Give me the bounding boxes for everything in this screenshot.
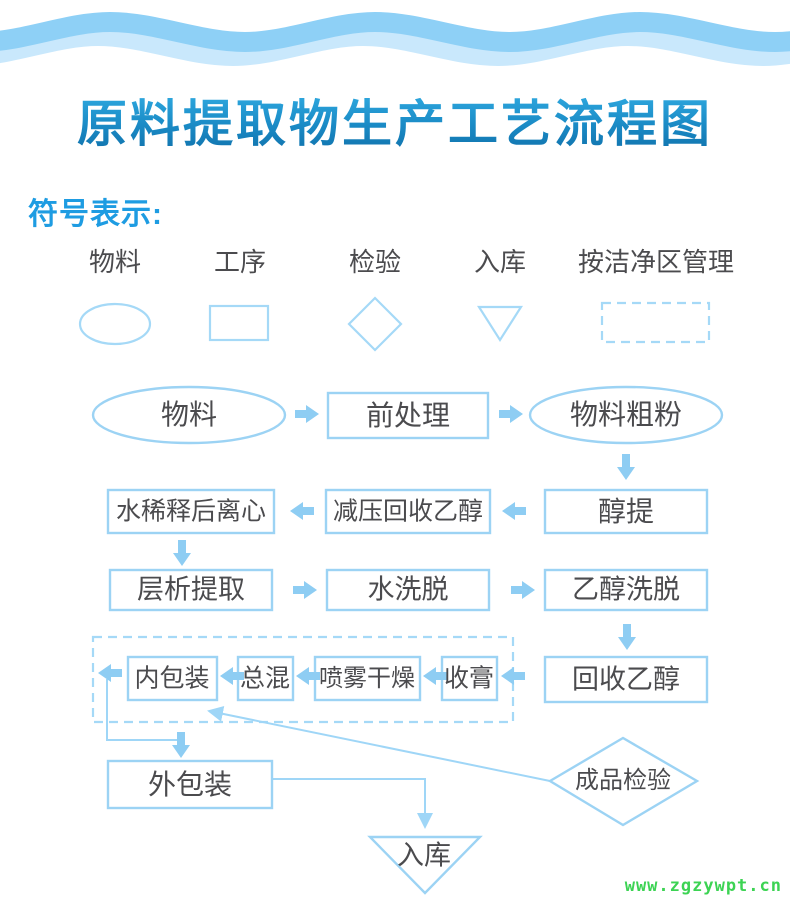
- node-label-huishou: 回收乙醇: [572, 664, 680, 695]
- arrow-icon: [290, 502, 314, 520]
- node-label-penwu: 喷雾干燥: [319, 665, 415, 692]
- legend-item-process: 工序: [183, 242, 297, 344]
- node-label-zonghun: 总混: [239, 664, 291, 693]
- node-shape-wuliao: [91, 385, 287, 445]
- arrow-icon: [501, 667, 525, 685]
- arrow-icon: [423, 667, 447, 685]
- rect-shape-icon: [208, 304, 270, 342]
- wave-header: [0, 0, 790, 80]
- page-title: 原料提取物生产工艺流程图: [0, 84, 790, 156]
- thin-connectors: [106, 679, 551, 829]
- triangle-shape-icon: [476, 305, 524, 343]
- node-shape-zonghun: [236, 655, 295, 702]
- dashed-rect-shape-icon: [600, 301, 710, 344]
- node-shape-qianchuli: [326, 391, 490, 440]
- node-label-shuixituo: 水洗脱: [367, 574, 449, 605]
- arrow-icon: [617, 454, 635, 480]
- legend-item-material: 物料: [58, 242, 172, 347]
- clean-area-dashed-box: [91, 635, 515, 724]
- arrow-icon: [296, 667, 320, 685]
- node-shape-shuixishi: [106, 488, 276, 535]
- arrow-icon: [98, 664, 122, 682]
- legend-label: 物料: [88, 247, 141, 277]
- node-label-qianchuli: 前处理: [365, 400, 451, 431]
- node-label-cengxi: 层析提取: [137, 574, 245, 605]
- arrow-icon: [295, 405, 319, 423]
- node-label-shuixishi: 水稀释后离心: [115, 497, 267, 526]
- legend-label: 检验: [348, 247, 401, 277]
- legend-heading: 符号表示:: [28, 198, 163, 231]
- node-shape-chunti: [543, 488, 709, 535]
- node-shape-jianya: [324, 488, 492, 535]
- watermark: www.zgzywpt.cn: [624, 876, 782, 896]
- node-shape-ruku: [367, 835, 483, 895]
- node-shape-cengxi: [108, 568, 274, 612]
- node-shape-wuliaocufen: [528, 385, 724, 445]
- node-label-yichunxituo: 乙醇洗脱: [572, 574, 680, 605]
- node-shape-shougao: [440, 655, 499, 702]
- arrow-icon: [220, 667, 244, 685]
- ellipse-shape-icon: [78, 302, 152, 346]
- arrow-icon: [511, 581, 535, 599]
- arrow-icon: [172, 732, 190, 758]
- node-label-neibaozhuang: 内包装: [134, 664, 210, 693]
- node-shape-huishou: [543, 655, 709, 704]
- node-label-waibaozhuang: 外包装: [147, 769, 233, 800]
- arrow-icon: [502, 502, 526, 520]
- legend-item-inspection: 检验: [318, 242, 432, 353]
- legend-item-storage: 入库: [443, 242, 557, 344]
- node-shape-neibaozhuang: [126, 655, 219, 702]
- node-label-chengpinjianyan: 成品检验: [575, 767, 671, 794]
- arrow-icon: [618, 624, 636, 650]
- wave-icon: [0, 11, 790, 67]
- arrow-icon: [173, 540, 191, 566]
- flow-arrows: [98, 405, 636, 758]
- node-label-wuliaocufen: 物料粗粉: [569, 399, 683, 430]
- node-shape-waibaozhuang: [106, 759, 274, 810]
- diamond-shape-icon: [347, 296, 403, 352]
- node-shape-yichunxituo: [543, 568, 709, 612]
- legend-label: 按洁净区管理: [577, 247, 734, 277]
- legend-label: 工序: [213, 247, 266, 277]
- node-shape-penwu: [313, 655, 422, 702]
- legend-item-clean-area: 按洁净区管理: [568, 242, 744, 346]
- node-label-ruku: 入库: [397, 840, 451, 871]
- node-label-shougao: 收膏: [443, 664, 495, 693]
- node-shape-shuixituo: [325, 568, 491, 612]
- arrow-icon: [499, 405, 523, 423]
- arrow-icon: [293, 581, 317, 599]
- node-label-jianya: 减压回收乙醇: [332, 497, 484, 526]
- node-shapes: [91, 385, 724, 895]
- legend-label: 入库: [473, 247, 526, 277]
- node-label-wuliao: 物料: [160, 399, 218, 430]
- node-shape-chengpinjianyan: [547, 736, 700, 827]
- node-label-chunti: 醇提: [597, 496, 655, 527]
